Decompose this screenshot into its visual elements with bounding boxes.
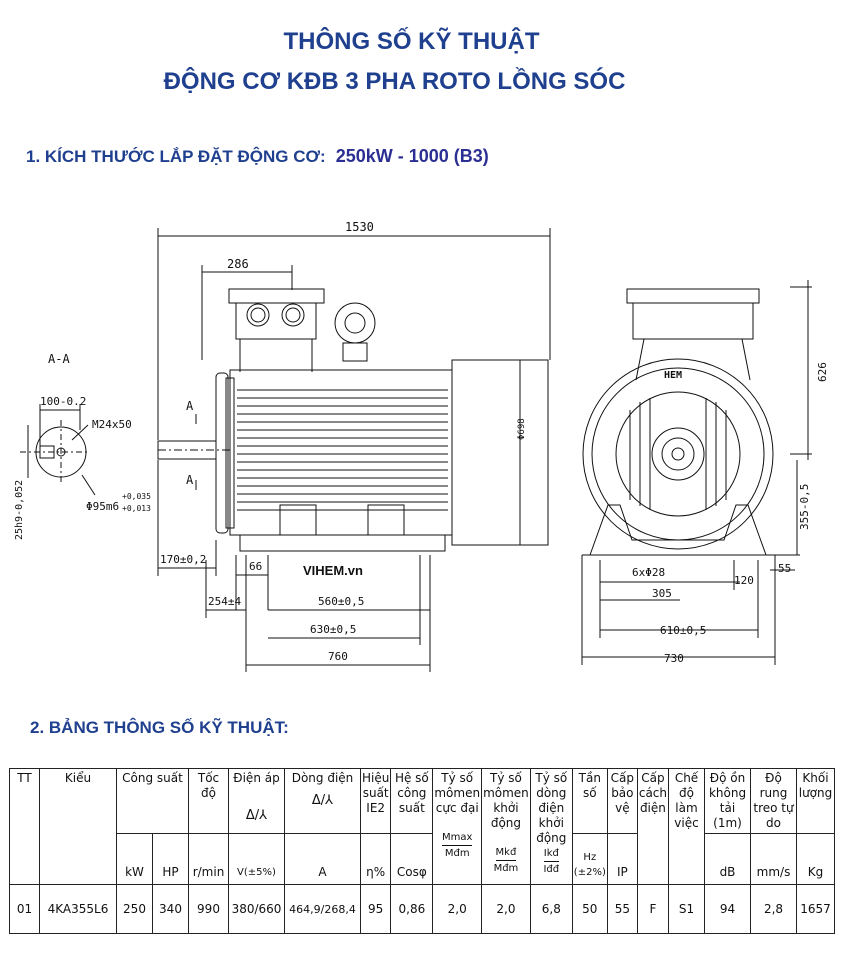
header-dien-ap-label: Điện áp [233, 771, 280, 785]
watermark: VIHEM.vn [303, 563, 363, 578]
cell-tt: 01 [9, 884, 40, 934]
header-khoi-luong: Khối lượng [796, 768, 835, 834]
unit-cos: Cosφ [390, 833, 434, 885]
section-mark-bottom: A [186, 473, 194, 487]
header-toc-do: Tốc độ [188, 768, 229, 834]
cell-cos: 0,86 [390, 884, 434, 934]
page-title: THÔNG SỐ KỸ THUẬT [283, 28, 540, 55]
dim-foot-edge: 120 [734, 574, 754, 587]
unit-kw: kW [116, 833, 153, 885]
dim-shaft-ext: 170±0,2 [160, 553, 206, 566]
dim-foot-offset: 66 [249, 560, 262, 573]
dim-a: 610±0,5 [660, 624, 706, 637]
unit-hp: HP [152, 833, 189, 885]
dim-foot-length: 760 [328, 650, 348, 663]
dim-key-width: 100-0.2 [40, 395, 86, 408]
dim-half-width: 305 [652, 587, 672, 600]
cell-eff: 95 [359, 884, 392, 934]
unit-voltage: V(±5%) [228, 833, 285, 885]
cell-ikd: 6,8 [529, 884, 573, 934]
table-row: 01 4KA355L6 250 340 990 380/660 464,9/26… [9, 884, 835, 934]
dim-c: 254±4 [208, 595, 241, 608]
section-spec-heading: 2. BẢNG THÔNG SỐ KỸ THUẬT: [30, 718, 289, 737]
cell-ip: 55 [606, 884, 638, 934]
dim-shaft-height: 355-0,5 [798, 484, 811, 530]
cell-mass: 1657 [796, 884, 835, 934]
header-tt: TT [9, 768, 40, 885]
dim-terminal-box: 286 [227, 257, 249, 271]
section-dimensions-heading: 1. KÍCH THƯỚC LẮP ĐẶT ĐỘNG CƠ: 250kW - 10… [26, 146, 489, 167]
unit-current: A [284, 833, 361, 885]
page-subtitle: ĐỘNG CƠ KĐB 3 PHA ROTO LỒNG SÓC [163, 68, 626, 95]
dim-overall-length: 1530 [345, 220, 374, 234]
cell-rpm: 990 [188, 884, 229, 934]
cell-kw: 250 [116, 884, 153, 934]
header-dong-khoi-dong-label: Tỷ số dòng điện khởi động [535, 771, 568, 845]
header-dong-dien-label: Dòng điện [291, 771, 354, 785]
dim-frame-dia: Φ698 [517, 418, 527, 440]
table-header-row: TT Kiểu Công suất Tốc độ Điện áp Δ/⅄ Dòng… [9, 768, 835, 885]
header-kieu: Kiểu [39, 768, 117, 885]
table-units-row: kW HP r/min V(±5%) A η% Cosφ Hz(±2%) IP … [10, 833, 835, 885]
header-hieu-suat: Hiệu suất IE2 [359, 768, 392, 834]
header-mm-khoi-dong-label: Tỷ số mômen khởi động [483, 771, 529, 830]
section-dimensions-label: 1. KÍCH THƯỚC LẮP ĐẶT ĐỘNG CƠ: [26, 147, 326, 166]
cell-ins: F [636, 884, 670, 934]
delta-star-symbol: Δ/⅄ [311, 793, 334, 808]
unit-ip: IP [606, 833, 638, 885]
cell-hp: 340 [152, 884, 189, 934]
dim-shaft-tol-upper: +0,035 [122, 492, 151, 501]
motor-model-label: 250kW - 1000 (B3) [335, 146, 489, 166]
delta-star-symbol: Δ/⅄ [245, 808, 268, 823]
header-cap-bao-ve: Cấp bảo vệ [606, 768, 638, 834]
header-do-on: Độ ồn không tải (1m) [704, 768, 751, 834]
header-do-rung: Độ rung treo tự do [750, 768, 797, 834]
dim-total-width: 730 [664, 652, 684, 665]
header-mm-cuc-dai-label: Tỷ số mômen cực đại [434, 771, 481, 815]
dim-height-box: 626 [816, 362, 829, 382]
section-mark-top: A [186, 399, 194, 413]
cell-duty: S1 [668, 884, 705, 934]
unit-kg: Kg [796, 833, 835, 885]
unit-rpm: r/min [188, 833, 229, 885]
header-dien-ap: Điện áp Δ/⅄ [228, 768, 285, 834]
cell-current: 464,9/268,4 [284, 884, 361, 934]
cell-vib: 2,8 [750, 884, 797, 934]
dim-bolt-holes: 6xΦ28 [632, 566, 665, 579]
section-label: A-A [48, 352, 70, 366]
header-che-do: Chế độ làm việc [668, 768, 705, 885]
unit-db: dB [704, 833, 751, 885]
spec-table: TT Kiểu Công suất Tốc độ Điện áp Δ/⅄ Dòng… [9, 768, 835, 934]
cell-mkd: 2,0 [481, 884, 531, 934]
unit-hz: Hz(±2%) [571, 833, 608, 885]
cell-hz: 50 [571, 884, 608, 934]
dim-thread: M24x50 [92, 418, 132, 431]
dim-b: 560±0,5 [318, 595, 364, 608]
cell-mmax: 2,0 [432, 884, 483, 934]
dim-shaft-dia: Φ95m6 [86, 500, 119, 513]
cell-voltage: 380/660 [228, 884, 285, 934]
brand-logo: HEM [664, 370, 682, 381]
dim-foot-thick: 55 [778, 562, 791, 575]
unit-eff: η% [359, 833, 392, 885]
header-cap-cach-dien: Cấp cách điện [636, 768, 670, 885]
header-tan-so: Tần số [571, 768, 608, 834]
dimension-drawing: 1530 286 A-A A A 100-0.2 M24x50 Φ95m6 +0… [14, 220, 829, 672]
dim-shaft-tol-lower: +0,013 [122, 504, 151, 513]
header-he-so-cong-suat: Hệ số công suất [390, 768, 434, 834]
cell-kieu: 4KA355L6 [39, 884, 117, 934]
header-cong-suat: Công suất [116, 768, 189, 834]
cell-noise: 94 [704, 884, 751, 934]
dim-bb: 630±0,5 [310, 623, 356, 636]
dim-key-height: 25h9-0,052 [14, 480, 25, 540]
unit-mms: mm/s [750, 833, 797, 885]
